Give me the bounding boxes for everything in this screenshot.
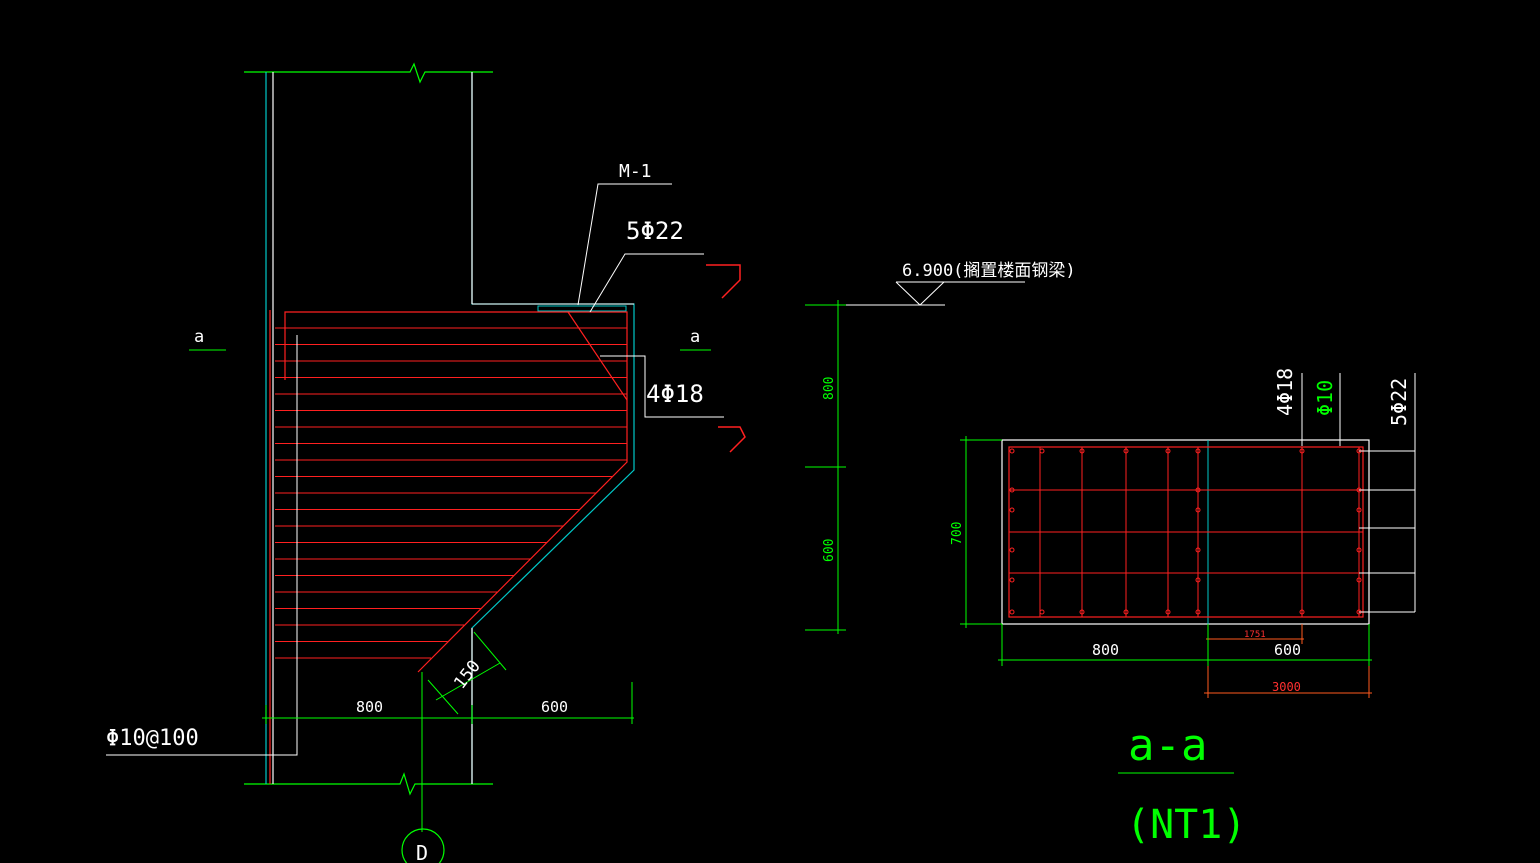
inner-dim-label: 1751 xyxy=(1244,630,1266,640)
section-cut-top xyxy=(706,264,741,299)
section-title: a-a xyxy=(1128,720,1207,771)
elevation-view: Φ10@100 a a M-1 5Φ22 4Φ18 150 800 600 xyxy=(106,62,746,863)
section-width-right: 600 xyxy=(1274,641,1301,659)
rebar-dot xyxy=(1195,547,1201,553)
horizontal-stirrup-bars xyxy=(275,327,627,659)
section-subtitle: (NT1) xyxy=(1126,802,1246,848)
section-view: 4Φ18 Φ10 5Φ22 700 1751 800 600 3000 a-a … xyxy=(950,368,1416,848)
chamfer-ext-1 xyxy=(427,679,459,715)
stirrup-label: Φ10@100 xyxy=(106,726,199,751)
section-rebar-grid xyxy=(1009,447,1363,617)
label-phi10: Φ10 xyxy=(1313,380,1337,416)
level-triangle xyxy=(895,281,946,306)
top-bars-label: 5Φ22 xyxy=(626,217,684,245)
rebar-dot xyxy=(1299,609,1305,615)
corbel-rebar-outline xyxy=(284,311,628,673)
mid-bars-leader xyxy=(600,355,724,418)
rebar-dot xyxy=(1356,577,1362,583)
width-dim-left: 800 xyxy=(356,698,383,716)
rebar-dot xyxy=(1009,609,1015,615)
rebar-dot xyxy=(1009,577,1015,583)
rebar-dot xyxy=(1356,507,1362,513)
section-marker-left: a xyxy=(194,327,204,347)
right-wall-outline xyxy=(471,72,635,784)
top-bars-leader xyxy=(589,253,704,313)
total-dim-label: 3000 xyxy=(1272,680,1301,694)
rebar-dot xyxy=(1009,547,1015,553)
rebar-dot xyxy=(1195,448,1201,454)
label-5phi22: 5Φ22 xyxy=(1387,378,1411,426)
rebar-dot xyxy=(1195,487,1201,493)
rebar-dot xyxy=(1039,448,1045,454)
rebar-dot xyxy=(1356,547,1362,553)
diagonal-bar xyxy=(567,311,628,401)
level-label: 6.900(搁置楼面钢梁) xyxy=(902,261,1076,281)
chamfer-dim-label: 150 xyxy=(450,657,485,694)
section-rebar-dots xyxy=(1009,448,1362,615)
chamfer-ext-2 xyxy=(473,631,507,671)
width-dim-right: 600 xyxy=(541,698,568,716)
rebar-dot xyxy=(1123,609,1129,615)
rebar-dot xyxy=(1009,487,1015,493)
section-marker-right: a xyxy=(690,327,700,347)
rebar-dot xyxy=(1039,609,1045,615)
label-4phi18: 4Φ18 xyxy=(1273,368,1297,416)
bottom-break-line xyxy=(244,772,493,796)
grid-bubble-label: D xyxy=(416,841,428,863)
height-dim-lower: 600 xyxy=(822,539,837,562)
section-cut-bottom xyxy=(718,426,746,453)
rebar-dot xyxy=(1165,609,1171,615)
section-outline xyxy=(1001,439,1370,625)
rebar-dot xyxy=(1009,507,1015,513)
section-right-leaders xyxy=(1359,450,1415,613)
section-height-label: 700 xyxy=(950,522,965,545)
rebar-dot xyxy=(1195,609,1201,615)
rebar-dot xyxy=(1195,577,1201,583)
section-width-left: 800 xyxy=(1092,641,1119,659)
rebar-dot xyxy=(1299,448,1305,454)
rebar-dot xyxy=(1079,609,1085,615)
top-break-line xyxy=(244,62,493,84)
grid-bubble xyxy=(401,828,445,863)
mid-bars-label: 4Φ18 xyxy=(646,380,704,408)
chamfer-dim-line xyxy=(435,662,501,701)
m1-label: M-1 xyxy=(619,161,652,182)
rebar-dot xyxy=(1123,448,1129,454)
height-dimension-view: 6.900(搁置楼面钢梁) 800 600 xyxy=(805,261,1076,634)
m1-leader xyxy=(577,183,672,306)
rebar-dot xyxy=(1009,448,1015,454)
embedded-plate-m1 xyxy=(537,305,627,312)
height-dim-upper: 800 xyxy=(822,377,837,400)
rebar-dot xyxy=(1079,448,1085,454)
rebar-dot xyxy=(1165,448,1171,454)
stirrup-leader xyxy=(106,335,298,756)
rebar-dot xyxy=(1195,507,1201,513)
